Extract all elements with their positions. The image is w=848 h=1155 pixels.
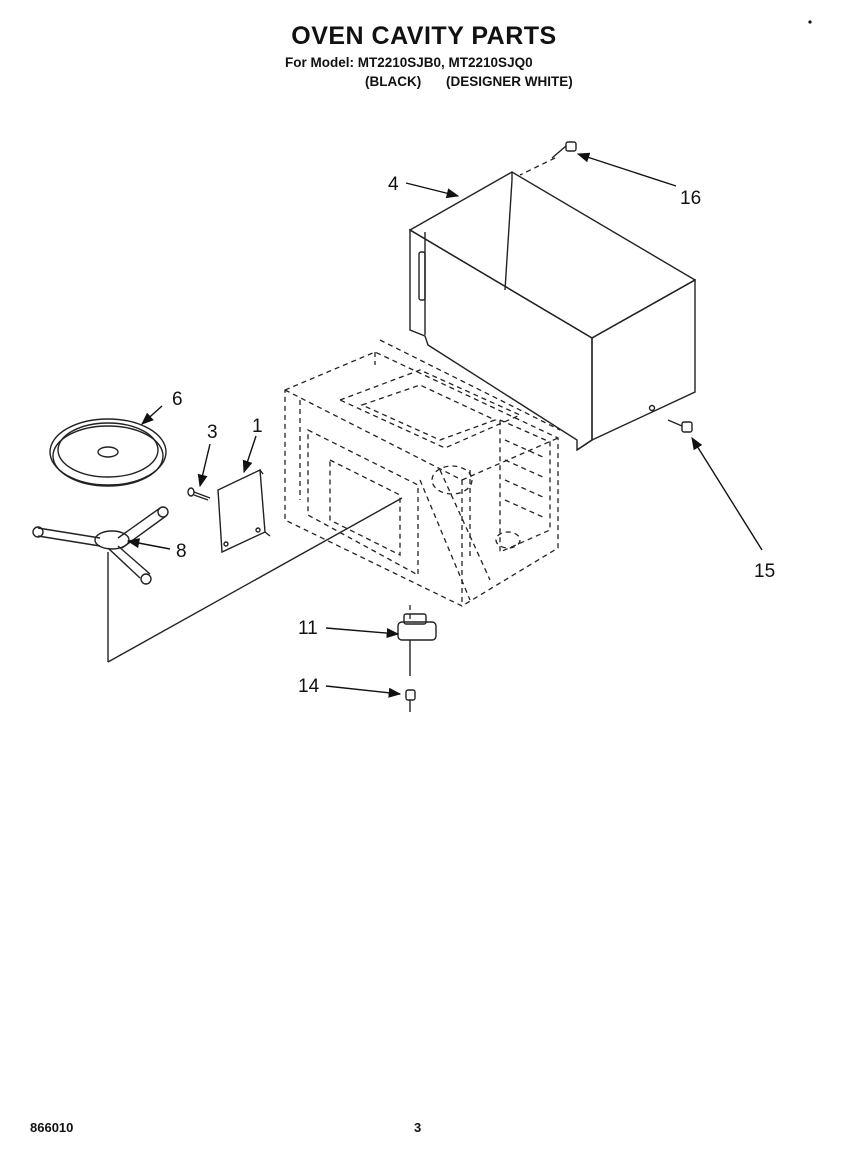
turntable-support bbox=[32, 497, 403, 663]
callout-16: 16 bbox=[680, 188, 701, 209]
callout-6: 6 bbox=[172, 389, 183, 410]
callout-1: 1 bbox=[252, 416, 263, 437]
variant-black: (BLACK) bbox=[365, 74, 422, 89]
model-line: For Model: MT2210SJB0, MT2210SJQ0 bbox=[285, 55, 533, 70]
cabinet-wrapper bbox=[408, 171, 697, 452]
motor-screw bbox=[405, 689, 416, 712]
callout-14: 14 bbox=[298, 676, 320, 697]
glass-turntable-tray bbox=[49, 418, 167, 487]
cover-screw bbox=[187, 487, 211, 501]
variant-white: (DESIGNER WHITE) bbox=[446, 74, 573, 89]
callout-4: 4 bbox=[388, 174, 399, 195]
page-title: OVEN CAVITY PARTS bbox=[291, 22, 557, 50]
side-screw bbox=[667, 419, 693, 433]
callout-15: 15 bbox=[754, 561, 775, 582]
turntable-motor bbox=[397, 605, 437, 676]
callout-3: 3 bbox=[207, 422, 218, 443]
callout-8: 8 bbox=[176, 541, 187, 562]
callout-11: 11 bbox=[298, 618, 318, 639]
waveguide-cover bbox=[217, 468, 271, 554]
page-number: 3 bbox=[414, 1120, 422, 1135]
top-screw bbox=[519, 141, 577, 176]
oven-cavity bbox=[284, 339, 561, 607]
footer-code: 866010 bbox=[30, 1120, 74, 1135]
